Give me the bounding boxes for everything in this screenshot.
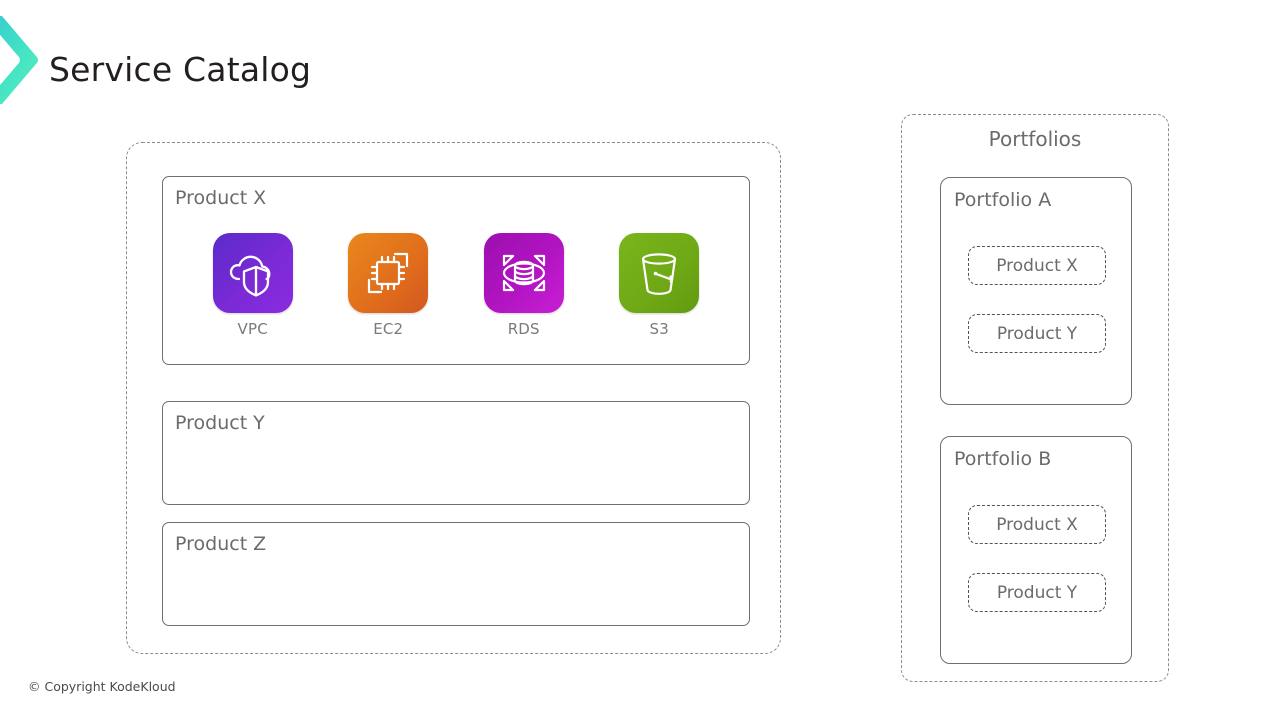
service-label: RDS bbox=[507, 320, 540, 338]
product-title: Product Y bbox=[175, 412, 265, 434]
service-item-ec2[interactable]: EC2 bbox=[333, 233, 443, 338]
portfolio-name: Portfolio B bbox=[954, 448, 1052, 470]
product-box-z[interactable]: Product Z bbox=[162, 522, 750, 626]
portfolio-product-chip[interactable]: Product Y bbox=[968, 314, 1106, 353]
rds-database-icon bbox=[483, 233, 564, 313]
ec2-chip-icon bbox=[348, 233, 429, 313]
portfolio-product-chip[interactable]: Product X bbox=[968, 246, 1106, 285]
page-title: Service Catalog bbox=[49, 50, 312, 89]
copyright-text: © Copyright KodeKloud bbox=[28, 679, 176, 694]
portfolio-card-a[interactable]: Portfolio A Product X Product Y bbox=[940, 177, 1132, 405]
service-item-vpc[interactable]: VPC bbox=[198, 233, 308, 338]
product-box-x[interactable]: Product X VPC bbox=[162, 176, 750, 365]
service-label: VPC bbox=[237, 320, 268, 338]
service-item-s3[interactable]: S3 bbox=[604, 233, 714, 338]
portfolio-name: Portfolio A bbox=[954, 189, 1052, 211]
portfolio-card-b[interactable]: Portfolio B Product X Product Y bbox=[940, 436, 1132, 664]
service-catalog-panel: Product X VPC bbox=[126, 142, 781, 654]
service-label: S3 bbox=[649, 320, 669, 338]
portfolio-product-chip[interactable]: Product X bbox=[968, 505, 1106, 544]
vpc-cloud-shield-icon bbox=[212, 233, 293, 313]
portfolios-title: Portfolios bbox=[988, 127, 1082, 151]
service-item-rds[interactable]: RDS bbox=[469, 233, 579, 338]
s3-bucket-icon bbox=[619, 233, 700, 313]
product-title: Product X bbox=[175, 187, 267, 209]
chevron-right-logo-icon bbox=[0, 16, 38, 104]
product-title: Product Z bbox=[175, 533, 267, 555]
portfolio-product-chip[interactable]: Product Y bbox=[968, 573, 1106, 612]
kodekloud-logo bbox=[0, 14, 42, 106]
product-box-y[interactable]: Product Y bbox=[162, 401, 750, 505]
portfolios-panel: Portfolios Portfolio A Product X Product… bbox=[901, 114, 1169, 682]
service-label: EC2 bbox=[373, 320, 404, 338]
service-icon-row: VPC EC2 bbox=[163, 233, 749, 338]
